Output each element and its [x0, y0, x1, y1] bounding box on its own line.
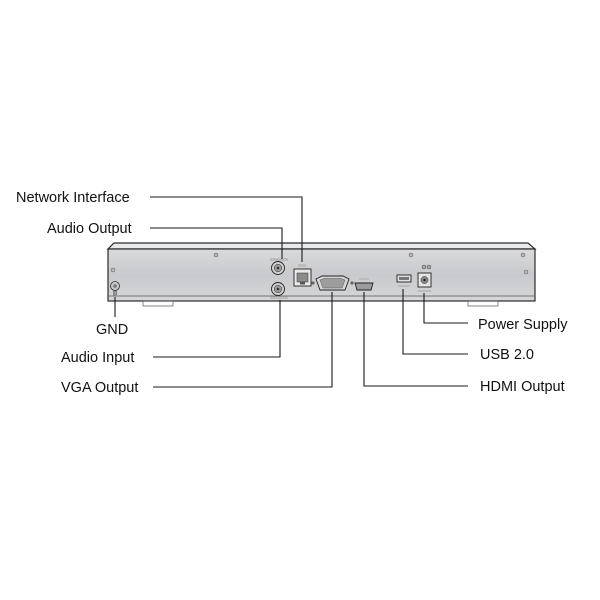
vga-output-leader — [153, 292, 333, 388]
audio-output-leader — [150, 227, 283, 259]
label-vga-output: VGA Output — [61, 380, 138, 396]
hdmi-port — [354, 278, 374, 291]
label-usb: USB 2.0 — [480, 347, 534, 363]
label-network-interface: Network Interface — [16, 190, 130, 206]
hdmi-output-leader — [363, 292, 468, 387]
power-supply-leader — [423, 293, 468, 324]
usb-port — [396, 274, 412, 287]
device-top-edge — [106, 242, 537, 250]
screw-icon — [110, 267, 116, 273]
audio-output-connector — [270, 258, 288, 275]
screw-icon — [520, 252, 526, 258]
audio-input-leader — [153, 300, 281, 358]
network-interface-leader — [150, 196, 303, 262]
audio-input-connector — [270, 282, 288, 299]
screw-icon — [523, 269, 529, 275]
label-power-supply: Power Supply — [478, 317, 568, 333]
label-audio-input: Audio Input — [61, 350, 134, 366]
label-audio-output: Audio Output — [47, 221, 132, 237]
device-rear-face — [107, 248, 536, 302]
device-foot-right — [467, 300, 499, 307]
screw-icon — [408, 252, 414, 258]
screw-icon — [213, 252, 219, 258]
label-gnd: GND — [96, 322, 128, 338]
gnd-terminal — [110, 281, 120, 296]
nvr-device — [106, 242, 537, 307]
power-jack — [417, 264, 432, 292]
device-foot-left — [142, 300, 174, 307]
usb-leader — [402, 289, 468, 355]
callout-lines — [114, 196, 468, 388]
vga-port — [311, 275, 354, 291]
callout-labels: Network Interface Audio Output GND Audio… — [16, 190, 568, 396]
label-hdmi-output: HDMI Output — [480, 379, 565, 395]
network-port — [293, 264, 312, 287]
